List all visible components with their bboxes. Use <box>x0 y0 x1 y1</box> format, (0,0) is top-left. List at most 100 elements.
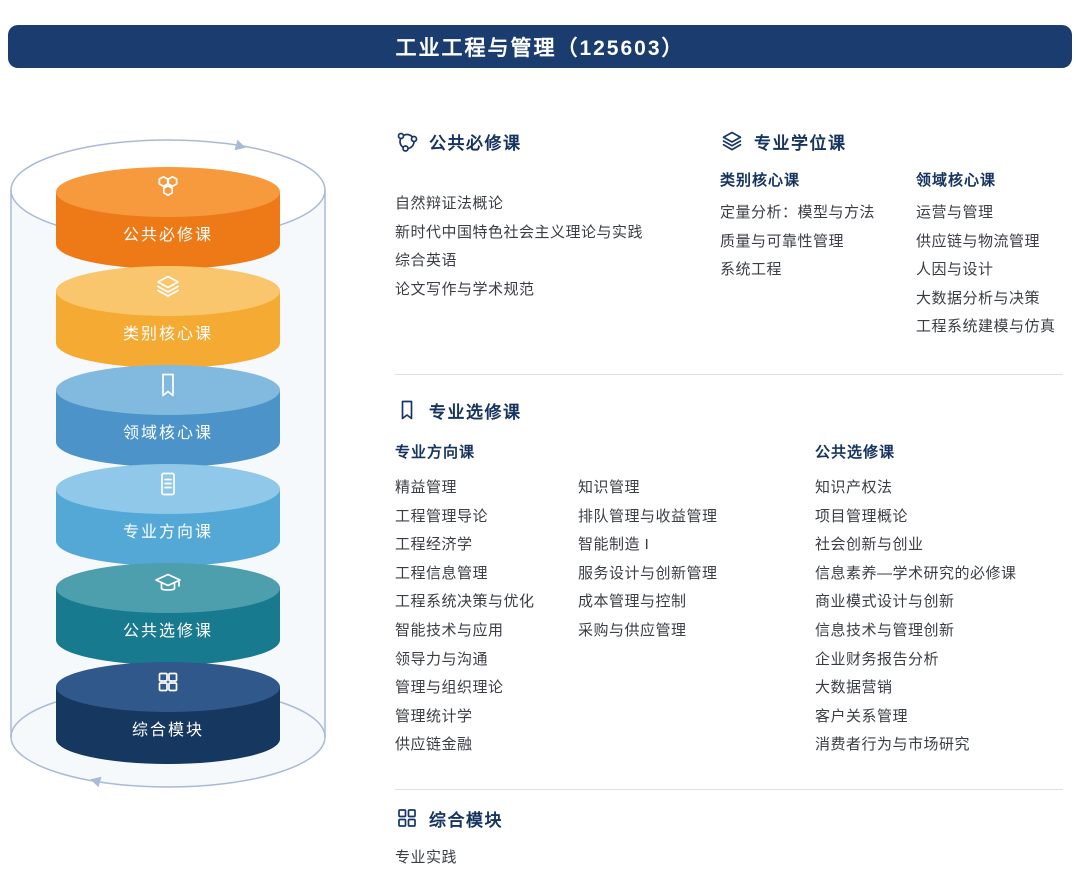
course-item: 工程系统建模与仿真 <box>916 318 1056 336</box>
course-list: 知识管理 排队管理与收益管理 智能制造 I 服务设计与创新管理 成本管理与控制 … <box>578 474 718 646</box>
course-item: 商业模式设计与创新 <box>815 593 955 611</box>
course-item: 工程系统决策与优化 <box>395 593 535 611</box>
section-header: 专业选修课 <box>395 398 1067 422</box>
title-banner: 工业工程与管理（125603） <box>8 25 1072 68</box>
course-item: 大数据营销 <box>815 679 893 697</box>
course-item: 专业实践 <box>395 849 458 866</box>
layers-icon <box>720 129 744 153</box>
section-header: 专业学位课 <box>720 129 1068 153</box>
course-list: 专业实践 <box>395 844 503 873</box>
course-item: 智能技术与应用 <box>395 621 504 639</box>
cylinder-layer-label: 综合模块 <box>131 722 204 739</box>
cylinder-layer-label: 公共必修课 <box>122 227 213 244</box>
cylinder-layer-label: 领域核心课 <box>122 425 213 442</box>
flow-arrow-top-icon <box>234 139 246 151</box>
course-item: 质量与可靠性管理 <box>720 232 845 250</box>
course-item: 管理统计学 <box>395 707 473 725</box>
group-title: 公共选修课 <box>815 444 896 461</box>
course-list: 定量分析：模型与方法 质量与可靠性管理 系统工程 <box>720 199 916 285</box>
group-title: 专业方向课 <box>395 444 476 461</box>
course-item: 工程信息管理 <box>395 564 489 582</box>
course-item: 定量分析：模型与方法 <box>720 204 876 221</box>
course-item: 企业财务报告分析 <box>815 650 940 668</box>
molecule-icon <box>395 129 419 153</box>
group-category-core: 类别核心课 定量分析：模型与方法 质量与可靠性管理 系统工程 <box>720 171 916 342</box>
course-item: 信息技术与管理创新 <box>815 621 955 639</box>
course-item: 供应链与物流管理 <box>916 232 1041 250</box>
cylinder-graphic <box>10 139 326 788</box>
graduation-cap-icon <box>153 568 183 598</box>
flow-arrow-bottom-icon <box>90 776 102 788</box>
course-item: 智能制造 I <box>578 536 650 554</box>
section-public-required: 公共必修课 自然辩证法概论 新时代中国特色社会主义理论与实践 综合英语 论文写作… <box>395 129 643 304</box>
disc-layer-4 <box>56 464 280 566</box>
disc-layer-6 <box>56 662 280 764</box>
section-title: 专业学位课 <box>754 133 847 153</box>
course-item: 人因与设计 <box>916 261 994 279</box>
disc-layer-5 <box>56 563 280 665</box>
course-list: 精益管理 工程管理导论 工程经济学 工程信息管理 工程系统决策与优化 智能技术与… <box>395 474 535 760</box>
course-item: 排队管理与收益管理 <box>578 507 718 525</box>
group-title: 领域核心课 <box>916 172 997 189</box>
course-item: 知识管理 <box>578 479 641 496</box>
disc-layer-1 <box>56 167 280 269</box>
section-degree: 专业学位课 类别核心课 定量分析：模型与方法 质量与可靠性管理 系统工程 领域核… <box>720 129 1068 342</box>
course-item: 项目管理概论 <box>815 507 909 525</box>
section-header: 公共必修课 <box>395 129 643 153</box>
cylinder-layer-label: 类别核心课 <box>122 326 213 343</box>
course-list: 自然辩证法概论 新时代中国特色社会主义理论与实践 综合英语 论文写作与学术规范 <box>395 190 643 304</box>
course-item: 管理与组织理论 <box>395 679 504 697</box>
disc-layer-2 <box>56 266 280 368</box>
bookmark-icon <box>153 370 183 400</box>
course-item: 知识产权法 <box>815 479 893 496</box>
course-item: 系统工程 <box>720 261 783 279</box>
section-divider <box>395 789 1063 790</box>
course-item: 运营与管理 <box>916 204 994 221</box>
cylinder-layer-public-required: 公共必修课 <box>56 172 280 247</box>
cylinder-layer-domain-core: 领域核心课 <box>56 370 280 445</box>
course-item: 大数据分析与决策 <box>916 289 1041 307</box>
cylinder-layer-label: 公共选修课 <box>122 623 213 640</box>
course-item: 综合英语 <box>395 252 458 270</box>
course-item: 信息素养—学术研究的必修课 <box>815 564 1017 582</box>
group-title: 类别核心课 <box>720 172 801 189</box>
section-comprehensive: 综合模块 专业实践 <box>395 806 503 873</box>
page-title: 工业工程与管理（125603） <box>395 36 685 60</box>
document-icon <box>153 469 183 499</box>
layers-icon <box>153 271 183 301</box>
course-list: 运营与管理 供应链与物流管理 人因与设计 大数据分析与决策 工程系统建模与仿真 <box>916 199 1068 342</box>
cylinder-layer-direction: 专业方向课 <box>56 469 280 544</box>
course-item: 领导力与沟通 <box>395 650 489 668</box>
curriculum-cylinder-diagram: 公共必修课 类别核心课 领域核心课 <box>0 115 350 835</box>
section-title: 综合模块 <box>429 810 503 830</box>
course-item: 成本管理与控制 <box>578 593 687 611</box>
grid-icon <box>153 667 183 697</box>
course-item: 工程管理导论 <box>395 507 489 525</box>
course-item: 客户关系管理 <box>815 707 909 725</box>
disc-layer-3 <box>56 365 280 467</box>
course-item: 论文写作与学术规范 <box>395 280 535 298</box>
cylinder-layer-public-elective: 公共选修课 <box>56 568 280 643</box>
course-list: 知识产权法 项目管理概论 社会创新与创业 信息素养—学术研究的必修课 商业模式设… <box>815 474 1017 760</box>
course-item: 供应链金融 <box>395 736 473 754</box>
course-item: 自然辩证法概论 <box>395 195 504 212</box>
grid-icon <box>395 806 419 830</box>
hexagons-icon <box>153 172 183 202</box>
course-item: 新时代中国特色社会主义理论与实践 <box>395 223 644 241</box>
course-item: 消费者行为与市场研究 <box>815 736 971 754</box>
cylinder-layer-label: 专业方向课 <box>122 524 213 541</box>
section-header: 综合模块 <box>395 806 503 830</box>
section-divider <box>395 374 1063 375</box>
course-item: 社会创新与创业 <box>815 536 924 554</box>
cylinder-layer-category-core: 类别核心课 <box>56 271 280 346</box>
group-domain-core: 领域核心课 运营与管理 供应链与物流管理 人因与设计 大数据分析与决策 工程系统… <box>916 171 1068 342</box>
course-item: 服务设计与创新管理 <box>578 564 718 582</box>
section-professional-elective: 专业选修课 专业方向课 公共选修课 精益管理 工程管理导论 工程经济学 工程信息… <box>395 398 1067 770</box>
course-item: 采购与供应管理 <box>578 621 687 639</box>
section-title: 公共必修课 <box>429 133 522 153</box>
bookmark-icon <box>395 398 419 422</box>
course-item: 工程经济学 <box>395 536 473 554</box>
section-title: 专业选修课 <box>429 402 522 422</box>
course-item: 精益管理 <box>395 479 458 496</box>
